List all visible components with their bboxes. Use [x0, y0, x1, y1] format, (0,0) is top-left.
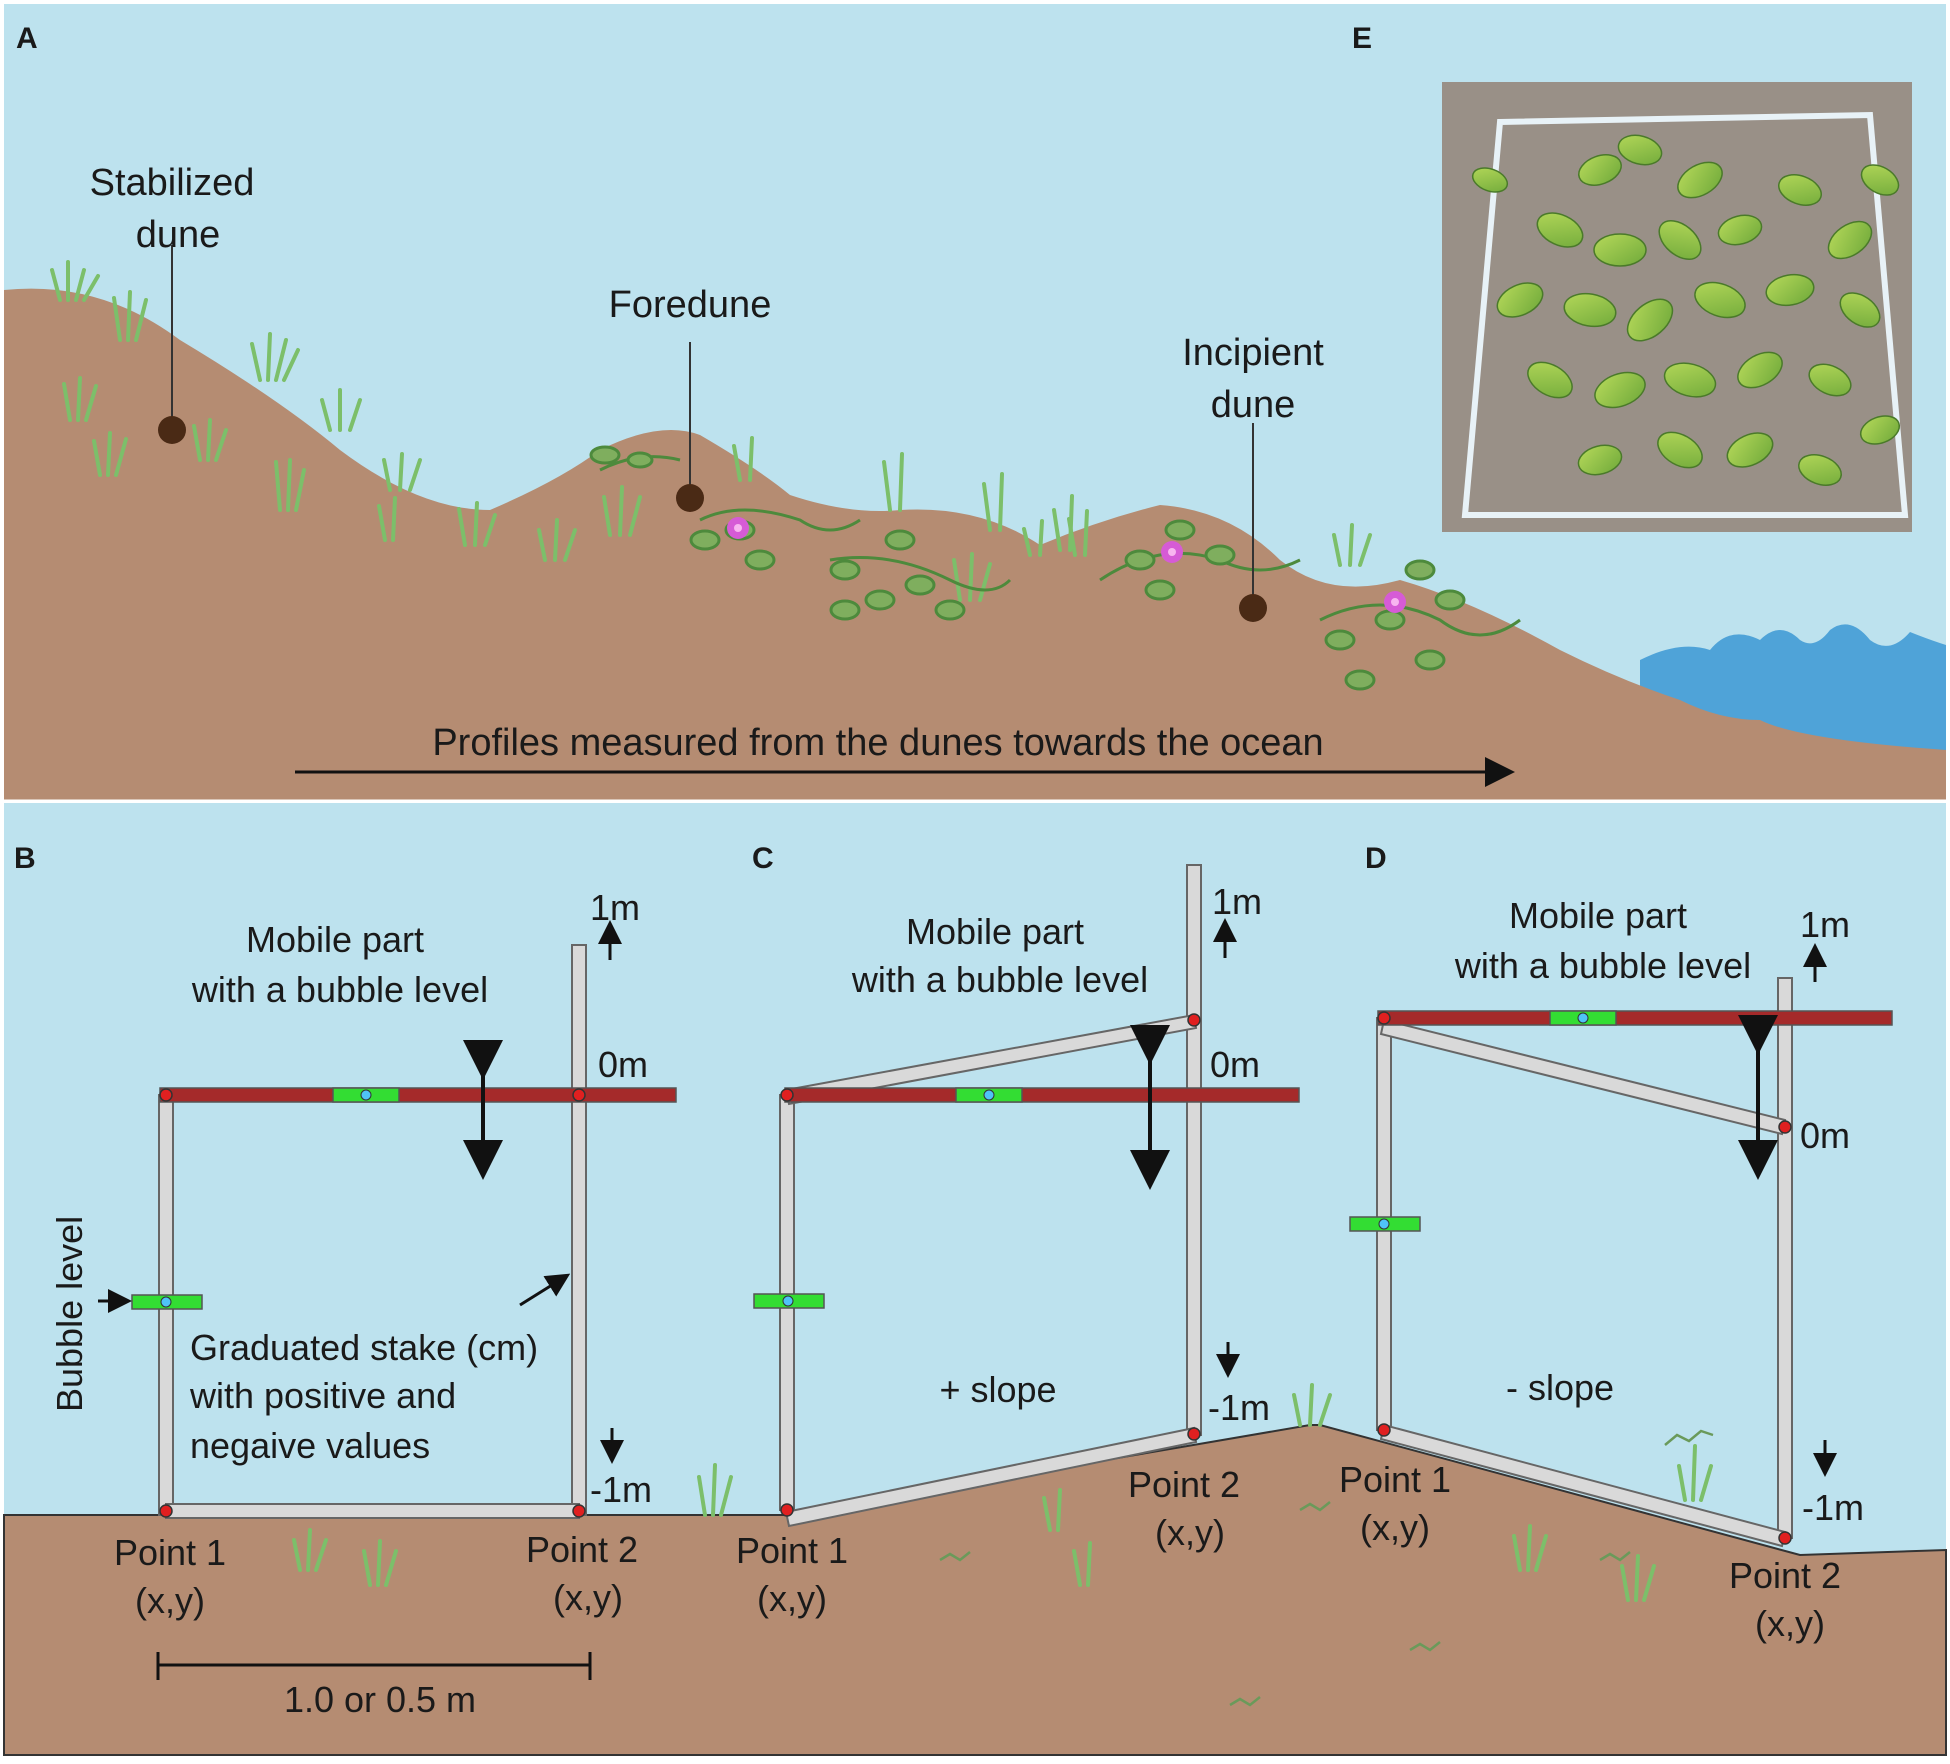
mobile-part-label-1-b: Mobile part	[246, 919, 424, 960]
ground-grass	[292, 1383, 1713, 1602]
one-m-d: 1m	[1800, 904, 1850, 945]
point-1-label-b: Point 1	[114, 1532, 226, 1573]
dune-grass	[50, 260, 1372, 602]
panels-bcd: B Mobile part with a bu	[3, 803, 1947, 1756]
panel-b: B Mobile part with a bu	[14, 842, 677, 1720]
dune-vines	[589, 445, 1521, 691]
point-1-label-d: Point 1	[1339, 1459, 1451, 1500]
stabilized-dune-label-2: dune	[136, 214, 221, 256]
mobile-part-label-2-d: with a bubble level	[1454, 945, 1751, 986]
panel-c: C Mobile part with a bubble level 1m 0m …	[736, 842, 1300, 1619]
panel-b-letter: B	[14, 842, 36, 875]
stake-label-2: with positive and	[189, 1375, 456, 1416]
panel-e-letter: E	[1352, 22, 1372, 55]
one-m-b: 1m	[590, 887, 640, 928]
incipient-dune-marker	[1239, 594, 1267, 622]
point-1-xy-b: (x,y)	[135, 1580, 205, 1621]
one-m-c: 1m	[1212, 881, 1262, 922]
hinges-b	[159, 1088, 586, 1518]
scale-bar	[156, 1652, 592, 1680]
mobile-part-label-2-c: with a bubble level	[851, 959, 1148, 1000]
dune-markers	[171, 245, 1254, 605]
point-2-xy-b: (x,y)	[553, 1577, 623, 1618]
scale-label: 1.0 or 0.5 m	[284, 1679, 476, 1720]
dune-sand	[4, 288, 1946, 800]
panel-d-letter: D	[1365, 842, 1387, 875]
negative-slope-label: - slope	[1506, 1367, 1614, 1408]
point-1-xy-c: (x,y)	[757, 1578, 827, 1619]
minus-one-m-c: -1m	[1208, 1387, 1270, 1428]
panel-a: A	[4, 4, 1946, 800]
positive-slope-label: + slope	[939, 1369, 1056, 1410]
foredune-marker	[676, 484, 704, 512]
stabilized-dune-label-1: Stabilized	[90, 162, 255, 204]
mobile-part-label-1-c: Mobile part	[906, 911, 1084, 952]
profile-direction-text: Profiles measured from the dunes towards…	[432, 722, 1323, 764]
panel-c-letter: C	[752, 842, 774, 875]
bottom-bar	[165, 1503, 580, 1519]
bubble-level-label: Bubble level	[49, 1216, 90, 1412]
point-1-xy-d: (x,y)	[1360, 1507, 1430, 1548]
stake-label-3: negaive values	[190, 1425, 430, 1466]
graduated-stake	[571, 944, 587, 1516]
point-2-label-c: Point 2	[1128, 1464, 1240, 1505]
hinges-d	[1377, 1011, 1792, 1545]
stake-label-1: Graduated stake (cm)	[190, 1327, 538, 1368]
bottom-bar-c	[784, 1426, 1198, 1528]
zero-m-d: 0m	[1800, 1115, 1850, 1156]
incipient-dune-label-2: dune	[1211, 384, 1296, 426]
point-2-label-d: Point 2	[1729, 1555, 1841, 1596]
graduated-stake-d	[1777, 977, 1793, 1539]
minus-one-m-d: -1m	[1802, 1487, 1864, 1528]
diagonal-bar-d	[1379, 1018, 1787, 1136]
zero-m-b: 0m	[598, 1044, 648, 1085]
point-2-label-b: Point 2	[526, 1529, 638, 1570]
point-1-label-c: Point 1	[736, 1530, 848, 1571]
incipient-dune-label-1: Incipient	[1182, 332, 1324, 374]
panel-e-quadrat-photo	[1442, 82, 1912, 532]
ground-specks	[939, 1429, 1714, 1707]
mobile-bar-c	[784, 1087, 1300, 1103]
panel-d: D Mobile part with a bubble level 1m 0m …	[1339, 842, 1893, 1644]
minus-one-m-b: -1m	[590, 1469, 652, 1510]
graduated-stake-c	[1186, 864, 1202, 1436]
mobile-bar-d	[1377, 1010, 1893, 1026]
stabilized-dune-marker	[158, 416, 186, 444]
point-2-xy-c: (x,y)	[1155, 1512, 1225, 1553]
zero-m-c: 0m	[1210, 1044, 1260, 1085]
mobile-part-label-2-b: with a bubble level	[191, 969, 488, 1010]
point-2-xy-d: (x,y)	[1755, 1603, 1825, 1644]
hinges-c	[780, 1013, 1201, 1517]
foredune-label: Foredune	[609, 284, 772, 326]
dune-flowers	[727, 517, 1406, 613]
stake-arrow	[519, 1273, 571, 1307]
panel-a-letter: A	[16, 22, 38, 55]
mobile-part-label-1-d: Mobile part	[1509, 895, 1687, 936]
mobile-bar	[159, 1087, 677, 1103]
